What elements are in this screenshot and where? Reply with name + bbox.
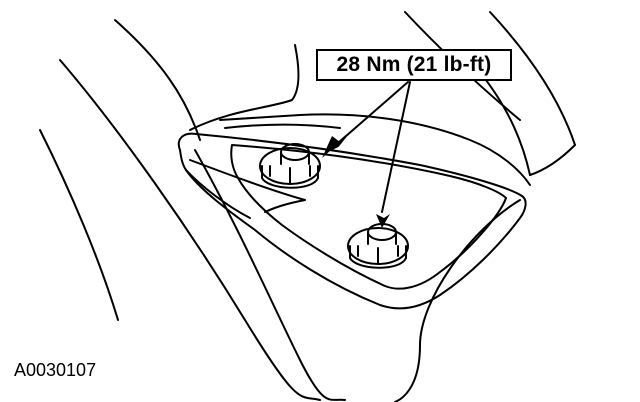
leader-arrows [322,81,411,228]
figure-id: A0030107 [14,360,97,380]
upper-bolt [259,143,321,189]
torque-callout: 28 Nm (21 lb-ft) [316,49,512,81]
mounting-bracket [177,132,527,310]
lower-bolt [347,223,409,269]
torque-label: 28 Nm (21 lb-ft) [336,53,492,76]
